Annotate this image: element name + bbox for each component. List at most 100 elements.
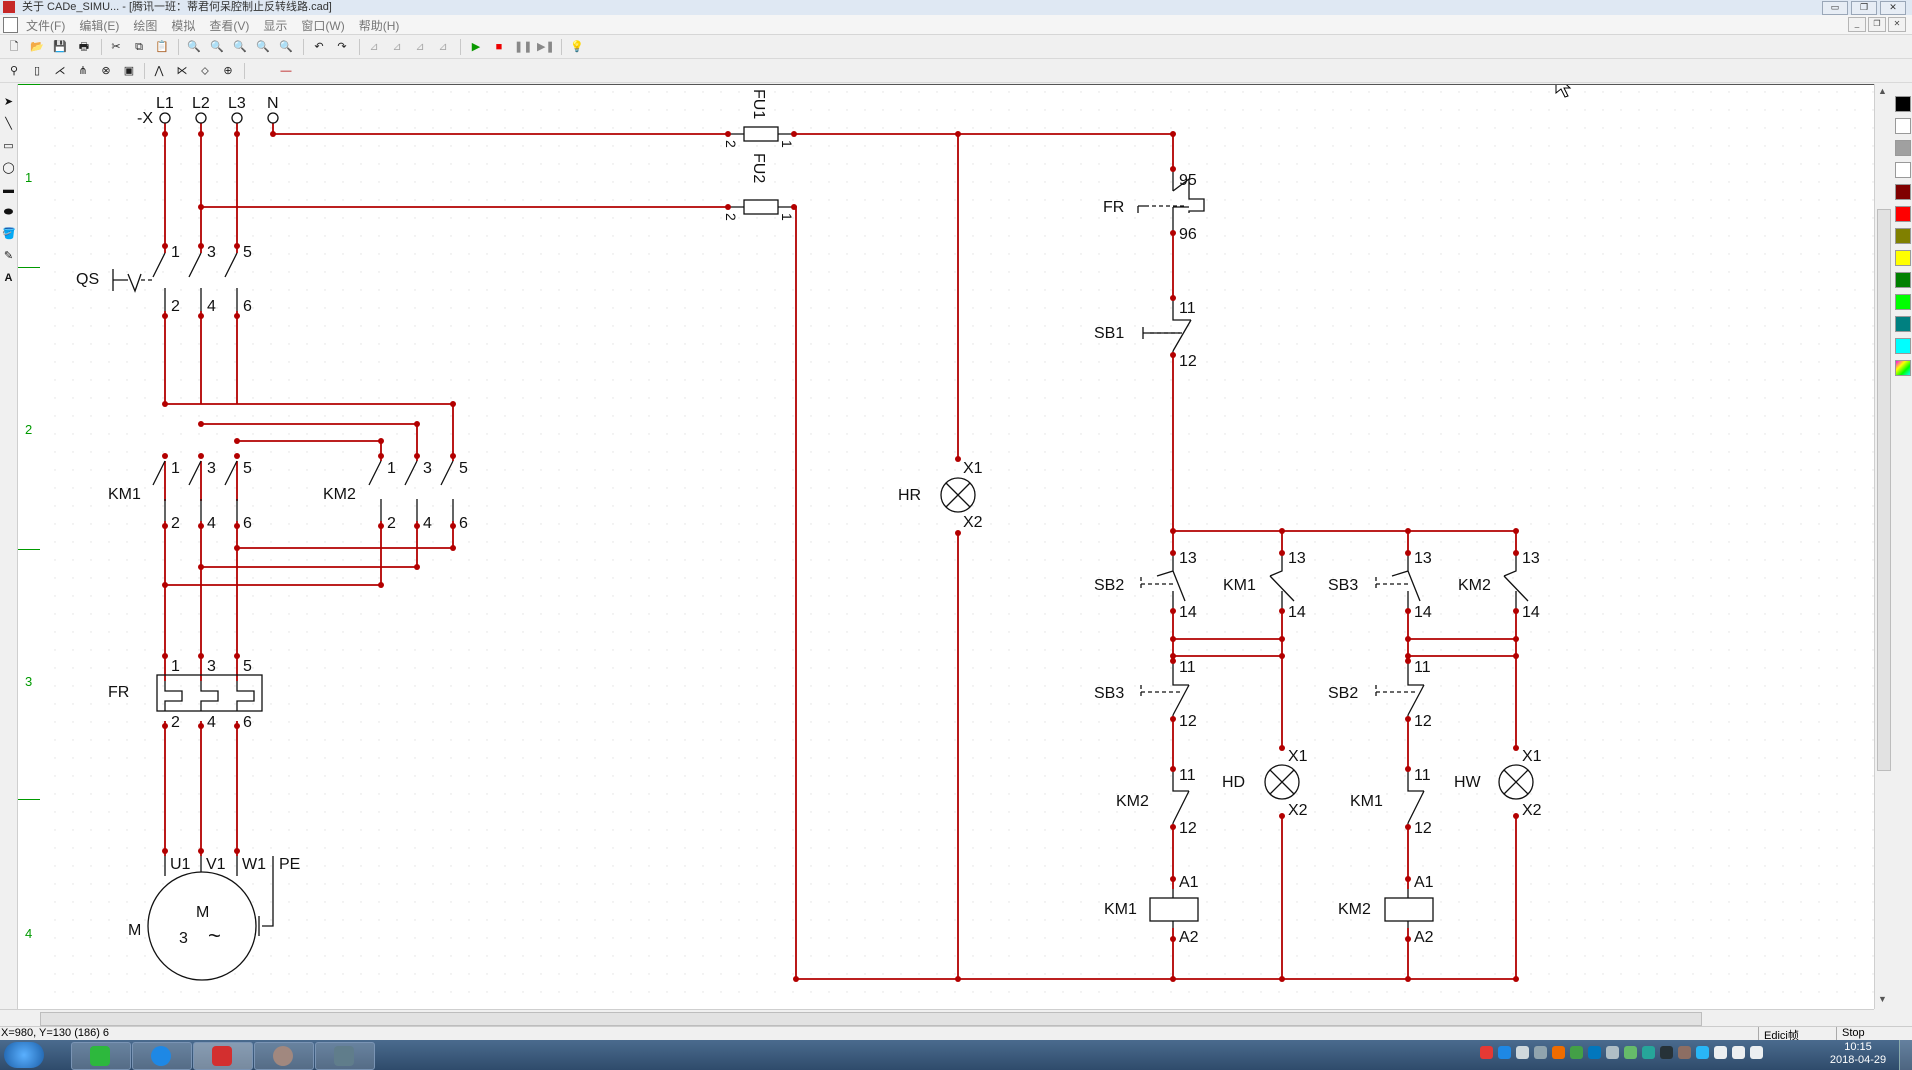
zoom-all-icon[interactable]: 🔍 (256, 41, 270, 53)
action-center-icon[interactable] (1750, 1046, 1763, 1059)
fill-bucket-icon[interactable]: 🪣 (2, 228, 16, 240)
show-desktop-button[interactable] (1899, 1040, 1912, 1070)
pushbutton-component-icon[interactable]: ⋉ (176, 65, 188, 77)
tray-icon[interactable] (1534, 1046, 1547, 1059)
close-button[interactable]: ✕ (1880, 1, 1906, 15)
relay-component-icon[interactable]: ▣ (123, 65, 135, 77)
qq-tray-icon[interactable] (1660, 1046, 1673, 1059)
undo-icon[interactable]: ↶ (314, 41, 324, 53)
tray-icon[interactable] (1606, 1046, 1619, 1059)
tray-icon[interactable] (1516, 1046, 1529, 1059)
switch-component-icon[interactable]: ⋌ (54, 65, 66, 77)
contact-component-icon[interactable]: ⋀ (154, 65, 164, 77)
doc-minimize-button[interactable]: _ (1848, 17, 1866, 32)
zoom-out-icon[interactable]: 🔍 (210, 41, 224, 53)
vertical-scrollbar[interactable]: ▲ ▼ (1874, 84, 1892, 1009)
connection-component-icon[interactable]: ⬦ (201, 65, 209, 77)
color-swatch-lime[interactable] (1895, 294, 1911, 310)
color-swatch-custom[interactable] (1895, 360, 1911, 376)
drawing-canvas[interactable]: -X L1 L2 L3 N QS 1 3 5 2 4 6 KM1 1 3 5 2… (40, 73, 1874, 1010)
help-bulb-icon[interactable]: 💡 (570, 41, 584, 53)
menu-simulate[interactable]: 模拟 (171, 19, 196, 33)
horizontal-scrollbar[interactable] (0, 1009, 1874, 1027)
save-icon[interactable]: 💾 (53, 41, 67, 53)
menu-window[interactable]: 窗口(W) (301, 19, 345, 33)
rectangle-tool-icon[interactable]: ▭ (3, 140, 14, 152)
stop-icon[interactable]: ■ (495, 41, 503, 53)
contactor-component-icon[interactable]: ⋔ (78, 65, 88, 77)
start-button-icon[interactable] (4, 1042, 44, 1068)
taskbar-clock[interactable]: 10:15 2018-04-29 (1822, 1041, 1894, 1067)
network-icon[interactable] (1714, 1046, 1727, 1059)
text-tool-icon[interactable]: A (4, 272, 13, 284)
menu-draw[interactable]: 绘图 (133, 19, 158, 33)
doc-close-button[interactable]: ✕ (1888, 17, 1906, 32)
taskbar-wechat-button[interactable] (71, 1042, 131, 1070)
color-swatch-green[interactable] (1895, 272, 1911, 288)
wire-tool-icon[interactable]: — (280, 65, 292, 77)
tray-icon[interactable] (1678, 1046, 1691, 1059)
scroll-up-arrow-icon[interactable]: ▲ (1878, 86, 1887, 96)
align-bottom-icon[interactable]: ⊿ (438, 41, 448, 53)
filled-rectangle-tool-icon[interactable]: ▬ (3, 184, 14, 196)
color-swatch-teal[interactable] (1895, 316, 1911, 332)
filled-ellipse-tool-icon[interactable]: ⬬ (3, 206, 14, 218)
print-icon[interactable]: 🖶 (78, 41, 90, 53)
select-arrow-icon[interactable]: ➤ (3, 96, 14, 108)
tray-icon[interactable] (1570, 1046, 1583, 1059)
new-file-icon[interactable]: 🗋 (9, 41, 19, 53)
menu-display[interactable]: 显示 (263, 19, 288, 33)
menu-file[interactable]: 文件(F) (26, 19, 66, 33)
volume-icon[interactable] (1732, 1046, 1745, 1059)
minimize-button[interactable]: ▭ (1822, 1, 1848, 15)
doc-restore-button[interactable]: ❐ (1868, 17, 1886, 32)
horizontal-scroll-thumb[interactable] (40, 1012, 1702, 1026)
align-right-icon[interactable]: ⊿ (392, 41, 402, 53)
taskbar-photo-button[interactable] (254, 1042, 314, 1070)
line-tool-icon[interactable]: ╲ (5, 118, 12, 130)
scroll-down-arrow-icon[interactable]: ▼ (1878, 994, 1887, 1004)
circle-tool-icon[interactable]: ◯ (2, 162, 15, 174)
copy-icon[interactable]: ⧉ (135, 41, 143, 53)
taskbar-cade-simu-button[interactable] (193, 1042, 253, 1070)
supply-component-icon[interactable]: ⚲ (9, 65, 19, 77)
fuse-component-icon[interactable]: ▯ (33, 65, 41, 77)
help-tray-icon[interactable] (1498, 1046, 1511, 1059)
color-swatch-cyan[interactable] (1895, 338, 1911, 354)
color-swatch-olive[interactable] (1895, 228, 1911, 244)
taskbar-browser-button[interactable] (132, 1042, 192, 1070)
zoom-window-icon[interactable]: 🔍 (233, 41, 247, 53)
redo-icon[interactable]: ↷ (337, 41, 347, 53)
sogou-ime-icon[interactable] (1480, 1046, 1493, 1059)
color-swatch-red[interactable] (1895, 206, 1911, 222)
restore-button[interactable]: ❐ (1851, 1, 1877, 15)
tray-icon[interactable] (1642, 1046, 1655, 1059)
menu-edit[interactable]: 编辑(E) (79, 19, 120, 33)
step-icon[interactable]: ▶❚ (537, 41, 555, 53)
pause-icon[interactable]: ❚❚ (514, 41, 533, 53)
zoom-previous-icon[interactable]: 🔍 (279, 41, 293, 53)
vertical-scroll-thumb[interactable] (1877, 209, 1891, 771)
cut-icon[interactable]: ✂ (111, 41, 121, 53)
document-icon[interactable] (3, 17, 18, 33)
paste-icon[interactable]: 📋 (155, 41, 169, 53)
color-swatch-black[interactable] (1895, 96, 1911, 112)
play-icon[interactable]: ▶ (471, 41, 481, 53)
tray-icon[interactable] (1624, 1046, 1637, 1059)
menu-view[interactable]: 查看(V) (209, 19, 250, 33)
color-swatch-yellow[interactable] (1895, 250, 1911, 266)
tray-icon[interactable] (1588, 1046, 1601, 1059)
taskbar-recorder-button[interactable] (315, 1042, 375, 1070)
open-file-icon[interactable]: 📂 (30, 41, 44, 53)
color-swatch-white[interactable] (1895, 118, 1911, 134)
tray-icon[interactable] (1552, 1046, 1565, 1059)
color-swatch-light[interactable] (1895, 162, 1911, 178)
menu-help[interactable]: 帮助(H) (358, 19, 400, 33)
color-swatch-maroon[interactable] (1895, 184, 1911, 200)
motor-component-icon[interactable]: ⊗ (101, 65, 111, 77)
pencil-icon[interactable]: ✎ (3, 250, 14, 262)
zoom-in-icon[interactable]: 🔍 (187, 41, 201, 53)
color-swatch-gray[interactable] (1895, 140, 1911, 156)
align-left-icon[interactable]: ⊿ (369, 41, 379, 53)
tray-icon[interactable] (1696, 1046, 1709, 1059)
